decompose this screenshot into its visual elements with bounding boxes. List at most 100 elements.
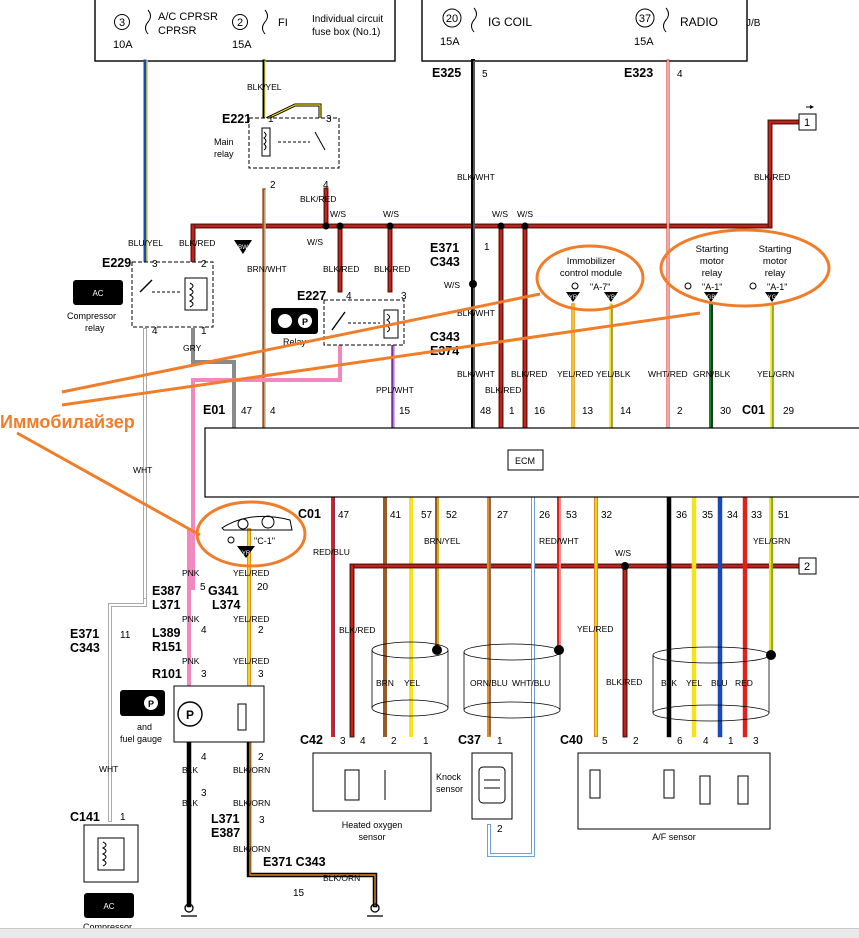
svg-text:37: 37 [639, 13, 651, 25]
svg-text:4: 4 [270, 406, 276, 417]
svg-text:W/S: W/S [307, 237, 323, 247]
svg-text:P: P [302, 317, 308, 327]
svg-text:6: 6 [677, 736, 683, 747]
svg-text:14: 14 [620, 406, 632, 417]
svg-text:W/S: W/S [492, 209, 508, 219]
svg-text:20: 20 [446, 13, 458, 25]
svg-text:4: 4 [703, 736, 709, 747]
svg-text:RADIO: RADIO [680, 15, 718, 29]
svg-text:C343: C343 [70, 641, 100, 655]
svg-text:YEL/GRN: YEL/GRN [757, 369, 794, 379]
svg-text:W/S: W/S [615, 548, 631, 558]
svg-text:Compressor: Compressor [83, 922, 132, 932]
svg-text:2: 2 [804, 561, 810, 573]
svg-text:E227: E227 [297, 289, 326, 303]
svg-text:relay: relay [765, 268, 786, 279]
svg-text:BLK/WHT: BLK/WHT [457, 172, 495, 182]
svg-text:sensor: sensor [436, 784, 463, 794]
svg-text:4: 4 [152, 326, 158, 337]
svg-text:Knock: Knock [436, 772, 462, 782]
starting-motor-relay-labels: Starting motor relay Starting motor rela… [684, 244, 791, 302]
svg-text:YEL/RED: YEL/RED [557, 369, 593, 379]
svg-text:E221: E221 [222, 112, 251, 126]
svg-text:5: 5 [482, 69, 488, 80]
svg-text:BLK/RED: BLK/RED [179, 238, 215, 248]
svg-text:BRN/WHT: BRN/WHT [247, 264, 287, 274]
svg-text:R151: R151 [152, 640, 182, 654]
bottom-toolbar [0, 928, 859, 938]
svg-text:4: 4 [677, 69, 683, 80]
svg-text:L371: L371 [152, 598, 181, 612]
svg-text:C37: C37 [458, 733, 481, 747]
svg-text:2: 2 [677, 406, 683, 417]
svg-text:3: 3 [340, 736, 346, 747]
svg-text:3: 3 [326, 114, 332, 125]
immobilizer-label: Immobilizer control module "A-7" YR YB [560, 256, 622, 302]
svg-text:1: 1 [120, 812, 126, 823]
svg-text:motor: motor [763, 256, 787, 267]
svg-text:L374: L374 [212, 598, 241, 612]
svg-text:Compressor: Compressor [67, 311, 116, 321]
fuel-pump-and-gauge: P P and fuel gauge [120, 685, 265, 744]
svg-text:57: 57 [421, 510, 433, 521]
immobilizer-highlight [535, 244, 645, 312]
svg-text:PPL/WHT: PPL/WHT [376, 385, 414, 395]
fuse-box-left: 3 10A A/C CPRSR CPRSR 2 15A FI Individua… [94, 0, 396, 62]
svg-text:4: 4 [360, 736, 366, 747]
svg-text:48: 48 [480, 406, 492, 417]
svg-text:41: 41 [390, 510, 402, 521]
svg-text:5: 5 [200, 582, 206, 593]
svg-text:W/S: W/S [330, 209, 346, 219]
svg-text:15A: 15A [440, 36, 460, 48]
svg-text:35: 35 [702, 510, 714, 521]
svg-text:"A-1": "A-1" [767, 282, 787, 292]
svg-text:3: 3 [753, 736, 759, 747]
svg-text:PNK: PNK [182, 568, 200, 578]
svg-text:C42: C42 [300, 733, 323, 747]
svg-text:and: and [137, 722, 152, 732]
svg-text:YEL/BLK: YEL/BLK [596, 369, 631, 379]
svg-text:1: 1 [484, 242, 490, 253]
svg-text:WHT: WHT [133, 465, 152, 475]
svg-text:Main: Main [214, 137, 234, 147]
svg-text:Starting: Starting [696, 244, 729, 255]
svg-text:ORN/BLU: ORN/BLU [470, 678, 508, 688]
svg-text:YG: YG [768, 295, 777, 301]
svg-text:GRY: GRY [183, 343, 202, 353]
ground-symbols [181, 903, 383, 917]
svg-text:36: 36 [676, 510, 688, 521]
svg-text:33: 33 [751, 510, 763, 521]
svg-text:BLK/ORN: BLK/ORN [233, 798, 270, 808]
page-ref-2: 2 [798, 557, 817, 575]
svg-text:E371: E371 [70, 627, 99, 641]
svg-text:1: 1 [423, 736, 429, 747]
svg-text:BLK/RED: BLK/RED [323, 264, 359, 274]
svg-text:C01: C01 [298, 507, 321, 521]
svg-text:PNK: PNK [182, 656, 200, 666]
wires [108, 59, 803, 908]
svg-text:1: 1 [497, 736, 503, 747]
svg-text:34: 34 [727, 510, 739, 521]
svg-text:motor: motor [700, 256, 724, 267]
svg-text:BLK/ORN: BLK/ORN [233, 844, 270, 854]
svg-text:ECM: ECM [515, 456, 535, 466]
svg-text:BLK/YEL: BLK/YEL [247, 82, 282, 92]
svg-text:A/F sensor: A/F sensor [652, 832, 696, 842]
svg-text:FI: FI [278, 17, 288, 29]
svg-text:E371 C343: E371 C343 [263, 855, 326, 869]
svg-text:RED/WHT: RED/WHT [539, 536, 579, 546]
svg-text:2: 2 [258, 625, 264, 636]
svg-text:YEL/RED: YEL/RED [577, 624, 613, 634]
svg-text:3: 3 [401, 291, 407, 302]
svg-text:Relay: Relay [283, 337, 307, 347]
svg-text:WHT/BLU: WHT/BLU [512, 678, 550, 688]
gauge-cluster: "C-1" YR [221, 515, 293, 558]
svg-text:E387: E387 [211, 826, 240, 840]
heated-oxygen-sensor: Heated oxygen sensor [312, 752, 432, 842]
svg-text:Immobilizer: Immobilizer [567, 256, 616, 267]
svg-text:sensor: sensor [358, 832, 385, 842]
svg-text:BLK: BLK [661, 678, 677, 688]
svg-text:C141: C141 [70, 810, 100, 824]
starting-motor-relay-highlight [659, 228, 831, 308]
